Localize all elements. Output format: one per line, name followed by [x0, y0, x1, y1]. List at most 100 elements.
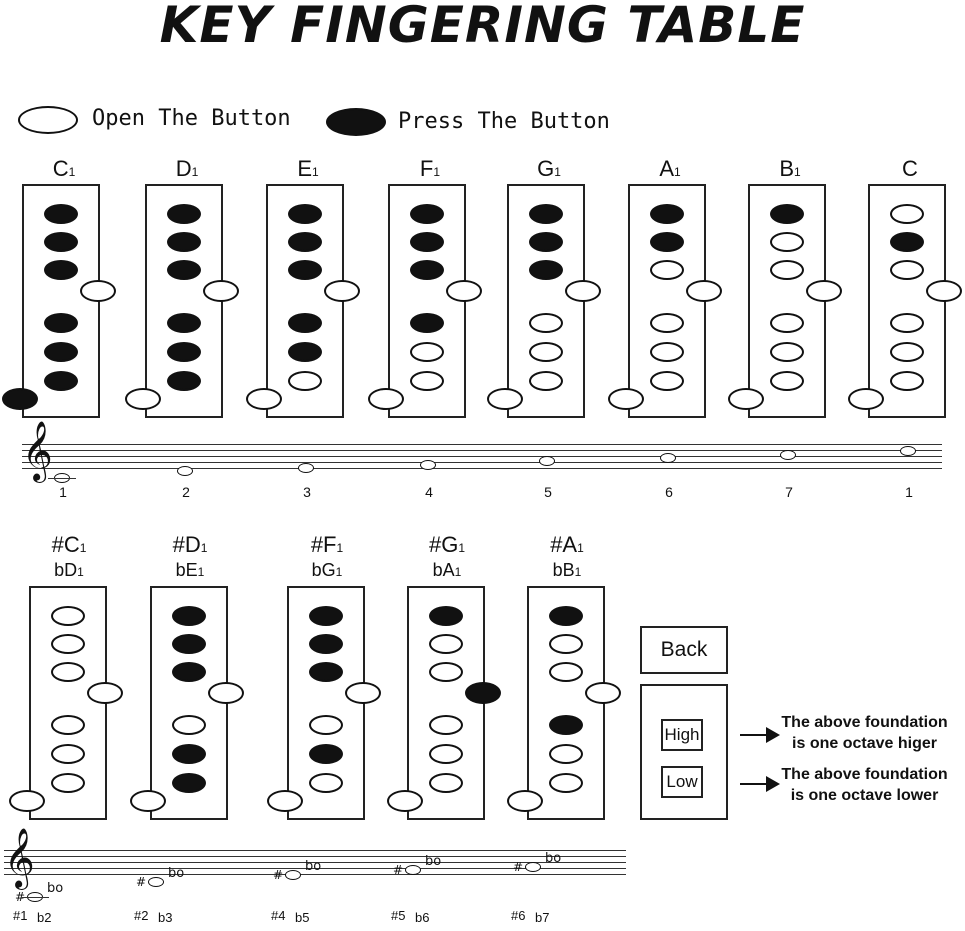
note-label-1: C1 — [24, 156, 104, 182]
scale-number-7: 7 — [785, 484, 793, 500]
natural-2-side-key — [203, 280, 239, 302]
natural-6-thumb-key — [608, 388, 644, 410]
low-octave-description: The above foundation is one octave lower — [762, 764, 965, 806]
press-button-legend-icon — [326, 108, 386, 136]
note-subscript: 1 — [191, 165, 199, 179]
accidental-5-hole-5 — [549, 744, 583, 764]
note-label-7: B1 — [750, 156, 830, 182]
note-subscript: 1 — [674, 165, 681, 179]
natural-4-chart — [388, 184, 466, 418]
high-arrow-icon — [740, 727, 780, 743]
staff-note-2 — [177, 466, 193, 476]
natural-4-hole-3 — [410, 260, 444, 280]
natural-6-hole-6 — [650, 371, 684, 391]
scale-number-6: 6 — [665, 484, 673, 500]
accidental-3-side-key — [345, 682, 381, 704]
flat-label-4: bA1 — [407, 560, 487, 581]
low-desc-line-1: The above foundation — [781, 766, 948, 783]
accidental-5-hole-3 — [549, 662, 583, 682]
staff-flat-note-4: bo — [425, 854, 442, 869]
accidental-1-hole-5 — [51, 744, 85, 764]
natural-5-side-key — [565, 280, 601, 302]
note-letter: E — [297, 156, 312, 181]
natural-6-hole-3 — [650, 260, 684, 280]
natural-3-hole-1 — [288, 204, 322, 224]
natural-3-side-key — [324, 280, 360, 302]
high-octave-button[interactable]: High — [661, 719, 703, 751]
sharp-subscript: 1 — [336, 541, 344, 555]
sharp-label-1: #C1 — [29, 532, 109, 558]
back-button[interactable]: Back — [640, 626, 728, 674]
flat-subscript: 1 — [197, 565, 205, 579]
sharp-subscript: 1 — [79, 541, 87, 555]
flat-label-1: bD1 — [29, 560, 109, 581]
note-subscript: 1 — [433, 165, 441, 179]
natural-6-hole-2 — [650, 232, 684, 252]
note-label-3: E1 — [268, 156, 348, 182]
low-octave-button[interactable]: Low — [661, 766, 703, 798]
accidental-4-side-key — [465, 682, 501, 704]
natural-6-side-key — [686, 280, 722, 302]
accidental-2-hole-2 — [172, 634, 206, 654]
natural-1-hole-3 — [44, 260, 78, 280]
octave-panel: High Low — [640, 684, 728, 820]
open-button-legend-icon — [18, 106, 78, 134]
accidental-2-hole-3 — [172, 662, 206, 682]
staff-flat-note-3: bo — [305, 859, 322, 874]
note-letter: A — [659, 156, 674, 181]
scale-number-8: 1 — [905, 484, 913, 500]
natural-5-hole-2 — [529, 232, 563, 252]
natural-3-hole-5 — [288, 342, 322, 362]
staff-note-8 — [900, 446, 916, 456]
sharp-subscript: 1 — [577, 541, 584, 555]
staff-row-naturals: 𝄞 — [22, 425, 942, 481]
accidental-5-hole-2 — [549, 634, 583, 654]
natural-5-thumb-key — [487, 388, 523, 410]
sharp-name: #F — [310, 532, 337, 557]
scale-number-1: 1 — [59, 484, 67, 500]
scale-number-4: 4 — [425, 484, 433, 500]
staff-note-7 — [780, 450, 796, 460]
natural-1-hole-1 — [44, 204, 78, 224]
accidental-4-chart — [407, 586, 485, 820]
natural-5-hole-3 — [529, 260, 563, 280]
natural-8-chart — [868, 184, 946, 418]
staff-row-accidentals: 𝄞 — [4, 832, 626, 888]
natural-8-hole-6 — [890, 371, 924, 391]
scale-number-sharp-4: #5 — [391, 908, 406, 923]
accidental-2-thumb-key — [130, 790, 166, 812]
accidental-3-chart — [287, 586, 365, 820]
natural-6-chart — [628, 184, 706, 418]
sharp-label-5: #A1 — [527, 532, 607, 558]
natural-8-hole-4 — [890, 313, 924, 333]
scale-number-sharp-3: #4 — [271, 908, 286, 923]
accidental-2-hole-4 — [172, 715, 206, 735]
scale-number-flat-4: b6 — [415, 910, 430, 925]
scale-number-2: 2 — [182, 484, 190, 500]
natural-1-hole-2 — [44, 232, 78, 252]
staff-flat-note-1: bo — [47, 881, 64, 896]
natural-7-hole-6 — [770, 371, 804, 391]
note-letter: F — [419, 156, 434, 181]
sharp-name: #G — [428, 532, 459, 557]
natural-3-hole-6 — [288, 371, 322, 391]
flat-subscript: 1 — [77, 565, 84, 579]
natural-2-hole-4 — [167, 313, 201, 333]
staff-note-4 — [420, 460, 436, 470]
note-subscript: 1 — [794, 165, 801, 179]
note-label-5: G1 — [509, 156, 589, 182]
staff-flat-note-2: bo — [168, 866, 185, 881]
note-subscript: 1 — [312, 165, 319, 179]
natural-5-chart — [507, 184, 585, 418]
natural-1-thumb-key — [2, 388, 38, 410]
natural-4-thumb-key — [368, 388, 404, 410]
treble-clef-icon: 𝄞 — [22, 421, 53, 481]
flat-name: bE — [175, 560, 198, 580]
natural-5-hole-1 — [529, 204, 563, 224]
natural-2-hole-5 — [167, 342, 201, 362]
sharp-name: #A — [550, 532, 578, 557]
low-desc-line-2: is one octave lower — [790, 787, 939, 804]
natural-1-hole-6 — [44, 371, 78, 391]
natural-8-thumb-key — [848, 388, 884, 410]
accidental-4-hole-6 — [429, 773, 463, 793]
